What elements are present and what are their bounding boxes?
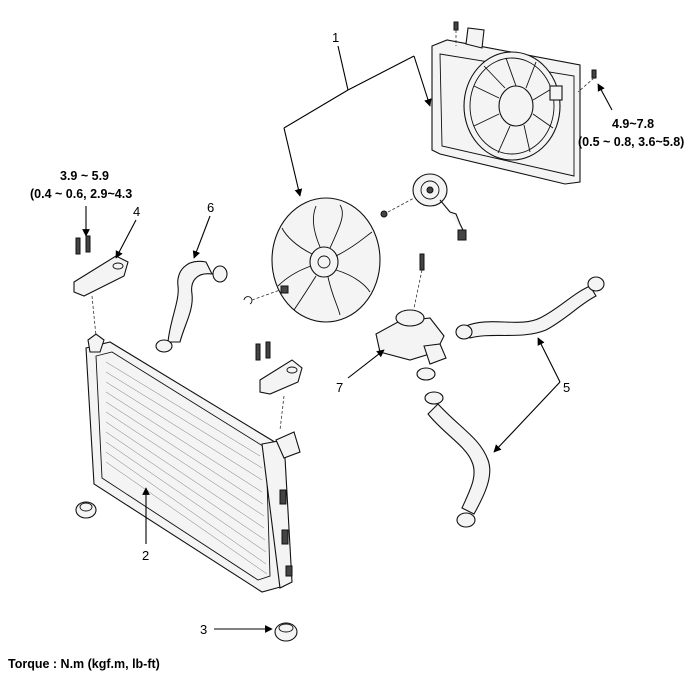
callout-5: 5 — [563, 380, 570, 395]
radiator-upper-bracket-right — [255, 341, 303, 431]
fan-blade — [243, 197, 381, 323]
leader-lines — [82, 45, 613, 633]
torque-spec-shroud-conversion: (0.5 ~ 0.8, 3.6~5.8) — [578, 135, 684, 149]
fan-shroud — [431, 21, 597, 185]
callout-4: 4 — [133, 204, 140, 219]
callout-3: 3 — [200, 622, 207, 637]
fan-motor — [380, 173, 467, 241]
radiator-mount-rubber-left — [75, 501, 97, 519]
callout-2: 2 — [142, 548, 149, 563]
torque-spec-bracket-value: 3.9 ~ 5.9 — [60, 169, 109, 183]
radiator-upper-hose — [155, 260, 228, 353]
torque-unit-footer: Torque : N.m (kgf.m, lb-ft) — [8, 657, 160, 671]
radiator-mount-rubber — [274, 622, 298, 642]
radiator — [85, 333, 301, 593]
torque-spec-shroud-value: 4.9~7.8 — [612, 117, 654, 131]
radiator-lower-hose — [424, 276, 605, 528]
callout-1: 1 — [332, 30, 339, 45]
callout-6: 6 — [207, 200, 214, 215]
thermostat-housing — [375, 253, 447, 381]
torque-spec-bracket-conversion: (0.4 ~ 0.6, 2.9~4.3 — [30, 187, 132, 201]
callout-7: 7 — [336, 380, 343, 395]
